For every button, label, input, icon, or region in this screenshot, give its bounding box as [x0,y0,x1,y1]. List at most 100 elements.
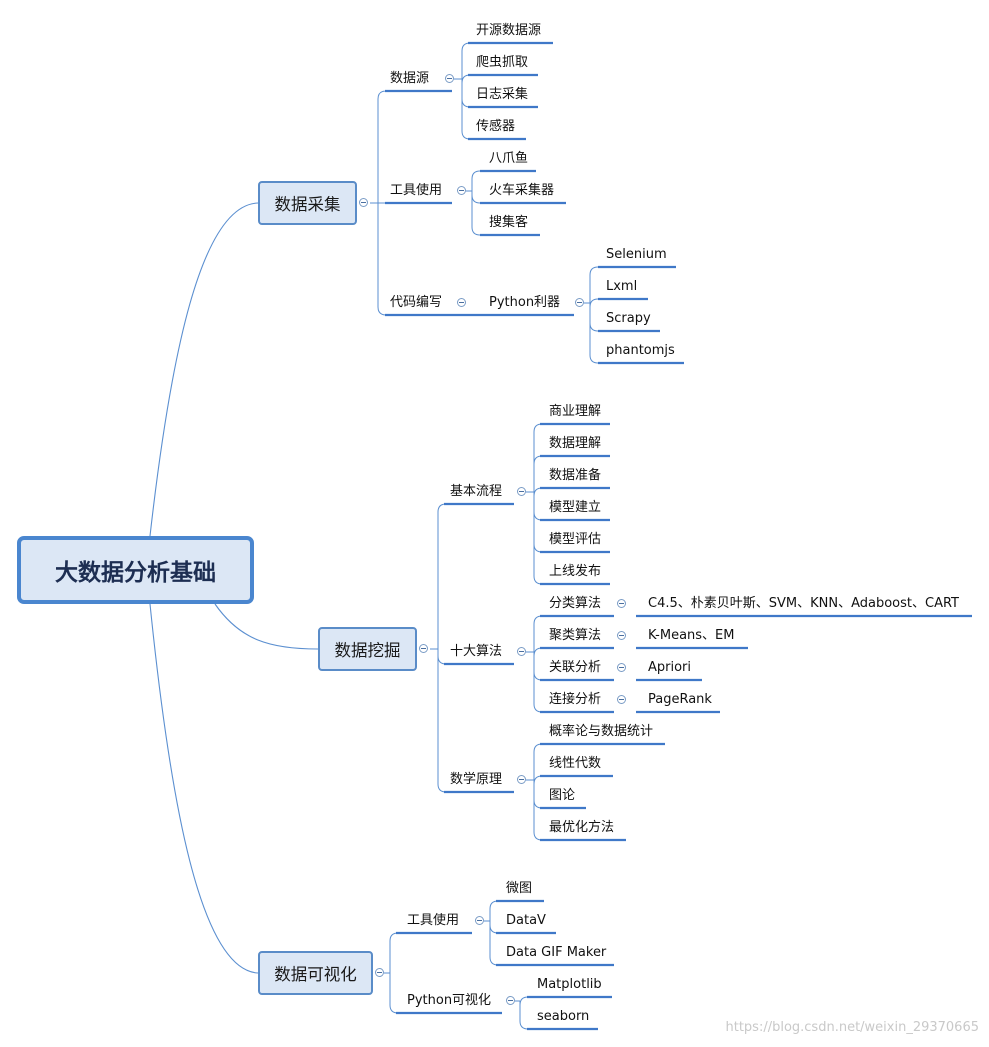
topic-data-source[interactable]: 数据源 [390,71,430,86]
leaf-scrapy[interactable]: Scrapy [606,311,651,326]
connector [489,921,499,934]
leaf-log-collection[interactable]: 日志采集 [476,87,529,102]
connector [437,649,447,665]
connector [533,780,543,841]
topic-python-tools[interactable]: Python利器 [489,295,561,310]
leaf-pagerank[interactable]: PageRank [648,692,712,707]
topic-classification[interactable]: 分类算法 [549,596,602,611]
watermark: https://blog.csdn.net/weixin_29370665 [725,1020,979,1035]
connector [533,487,543,497]
connector [533,652,543,713]
connector [471,191,481,236]
connector [149,603,259,974]
topic-python-visualization[interactable]: Python可视化 [407,993,492,1008]
leaf-seaborn[interactable]: seaborn [537,1009,590,1024]
connector [471,191,481,204]
leaf-optimization[interactable]: 最优化方法 [549,820,615,835]
connector [589,303,599,332]
collapse-icon[interactable] [517,487,526,496]
topic-basic-process[interactable]: 基本流程 [450,484,503,499]
branch-data-collection[interactable]: 数据采集 [258,181,357,225]
connector [533,743,543,780]
leaf-data-gif-maker[interactable]: Data GIF Maker [506,945,607,960]
topic-top-algorithms[interactable]: 十大算法 [450,644,503,659]
leaf-crawler[interactable]: 爬虫抓取 [476,55,529,70]
collapse-icon[interactable] [517,647,526,656]
leaf-deployment[interactable]: 上线发布 [549,564,602,579]
connector [533,647,543,657]
leaf-business-understanding[interactable]: 商业理解 [549,404,602,419]
collapse-icon[interactable] [617,663,626,672]
connector [533,615,543,652]
leaf-datav[interactable]: DataV [506,913,546,928]
collapse-icon[interactable] [617,599,626,608]
collapse-icon[interactable] [517,775,526,784]
leaf-model-building[interactable]: 模型建立 [549,500,602,515]
connector [589,266,599,303]
collapse-icon[interactable] [506,996,515,1005]
connector [461,79,471,108]
connector [461,79,471,140]
connector [533,492,543,585]
connector [461,74,471,84]
leaf-data-understanding[interactable]: 数据理解 [549,436,602,451]
leaf-lxml[interactable]: Lxml [606,279,638,294]
connector [489,921,499,966]
leaf-soujike[interactable]: 搜集客 [489,215,529,230]
connector [533,780,543,809]
leaf-selenium[interactable]: Selenium [606,247,667,262]
connector [533,775,543,785]
connector [533,455,543,492]
collapse-icon[interactable] [475,916,484,925]
topic-code-writing[interactable]: 代码编写 [390,295,443,310]
leaf-sensor[interactable]: 传感器 [476,119,516,134]
root-topic[interactable]: 大数据分析基础 [17,536,254,604]
topic-association[interactable]: 关联分析 [549,660,602,675]
leaf-classification-algorithms[interactable]: C4.5、朴素贝叶斯、SVM、KNN、Adaboost、CART [648,596,959,611]
connector [489,900,499,921]
topic-collection-tools[interactable]: 工具使用 [390,183,443,198]
leaf-apriori[interactable]: Apriori [648,660,692,675]
leaf-open-data[interactable]: 开源数据源 [476,23,542,38]
topic-link-analysis[interactable]: 连接分析 [549,692,602,707]
connector [589,303,599,364]
collapse-icon[interactable] [445,74,454,83]
leaf-huoche[interactable]: 火车采集器 [489,183,555,198]
topic-clustering[interactable]: 聚类算法 [549,628,602,643]
topic-visualization-tools[interactable]: 工具使用 [407,913,460,928]
leaf-model-evaluation[interactable]: 模型评估 [549,532,602,547]
topic-math-principles[interactable]: 数学原理 [450,772,503,787]
connector [389,973,399,1014]
connector [533,492,543,553]
branch-data-mining[interactable]: 数据挖掘 [318,627,417,671]
leaf-linear-algebra[interactable]: 线性代数 [549,756,602,771]
connector [519,996,529,1006]
collapse-icon[interactable] [419,644,428,653]
connector [389,932,399,973]
connector [461,42,471,79]
leaf-phantomjs[interactable]: phantomjs [606,343,675,358]
collapse-icon[interactable] [359,198,368,207]
collapse-icon[interactable] [617,631,626,640]
leaf-bazhuayu[interactable]: 八爪鱼 [489,151,529,166]
collapse-icon[interactable] [617,695,626,704]
branch-data-visualization[interactable]: 数据可视化 [258,951,373,995]
connector [519,1001,529,1030]
connector [533,423,543,492]
connector [471,170,481,191]
collapse-icon[interactable] [457,186,466,195]
connector [589,298,599,308]
leaf-graph-theory[interactable]: 图论 [549,788,576,803]
collapse-icon[interactable] [457,298,466,307]
leaf-weitu[interactable]: 微图 [506,881,533,896]
connector [533,492,543,521]
connector [437,649,447,793]
collapse-icon[interactable] [375,968,384,977]
leaf-matplotlib[interactable]: Matplotlib [537,977,602,992]
leaf-data-preparation[interactable]: 数据准备 [549,468,602,483]
collapse-icon[interactable] [575,298,584,307]
connector [214,603,319,650]
leaf-probability[interactable]: 概率论与数据统计 [549,724,654,739]
leaf-clustering-algorithms[interactable]: K-Means、EM [648,628,735,643]
